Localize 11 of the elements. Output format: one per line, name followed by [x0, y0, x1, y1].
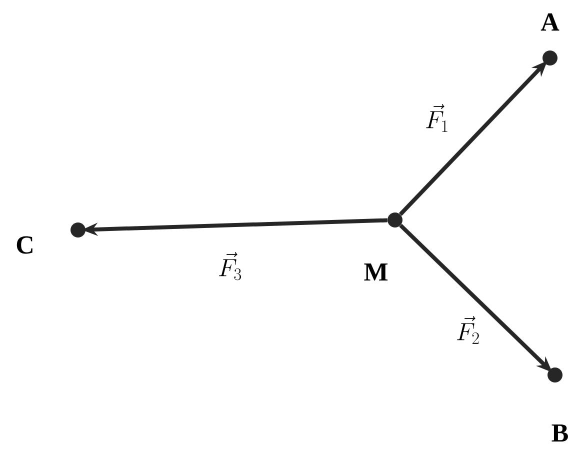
point-dot	[548, 368, 562, 382]
point-label: M	[364, 263, 388, 280]
point-dot	[70, 222, 86, 238]
point-label: C	[16, 236, 32, 254]
point-dot	[542, 50, 558, 66]
point-label: A	[540, 13, 560, 31]
vector-label: $\vec{F_3}$	[219, 252, 242, 280]
vector-label: $\vec{F_1}$	[426, 104, 448, 132]
point-dot	[388, 212, 402, 228]
vector-label: $\vec{F_2}$	[457, 316, 479, 344]
point-label: B	[552, 424, 568, 442]
